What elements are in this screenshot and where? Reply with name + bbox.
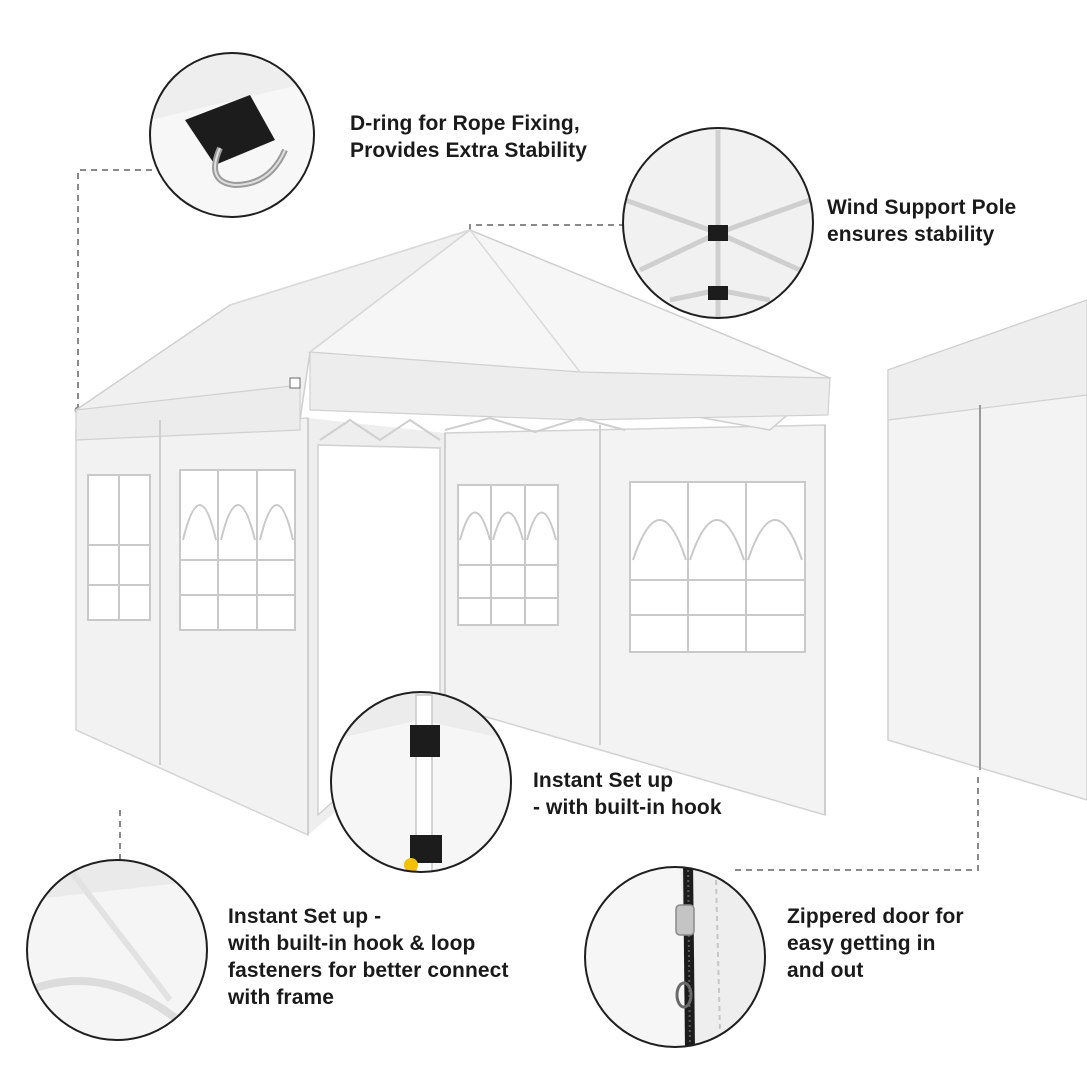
callout-instant-setup-loop-line1: Instant Set up - xyxy=(228,905,382,928)
callout-zipper-door-line2: easy getting in xyxy=(787,932,936,955)
callout-d-ring: D-ring for Rope Fixing, Provides Extra S… xyxy=(350,110,587,164)
canopy-tent-secondary xyxy=(887,299,1087,801)
callout-instant-setup-loop-line3: fasteners for better connect xyxy=(228,959,509,982)
detail-d-ring xyxy=(149,52,315,218)
detail-hook-loop xyxy=(26,859,208,1041)
detail-zipper xyxy=(584,866,766,1048)
callout-zipper-door: Zippered door for easy getting in and ou… xyxy=(787,903,964,984)
callout-zipper-door-line1: Zippered door for xyxy=(787,905,964,928)
callout-zipper-door-line3: and out xyxy=(787,959,864,982)
callout-instant-setup-loop: Instant Set up - with built-in hook & lo… xyxy=(228,903,509,1011)
detail-built-in-hook xyxy=(330,691,512,873)
detail-wind-pole xyxy=(622,127,814,319)
callout-instant-setup-hook-line1: Instant Set up xyxy=(533,769,674,792)
callout-wind-pole-line1: Wind Support Pole xyxy=(827,196,1017,219)
callout-d-ring-line2: Provides Extra Stability xyxy=(350,139,587,162)
callout-instant-setup-hook: Instant Set up - with built-in hook xyxy=(533,767,722,821)
callout-wind-pole: Wind Support Pole ensures stability xyxy=(827,194,1016,248)
callout-instant-setup-loop-line4: with frame xyxy=(228,986,335,1009)
callout-instant-setup-hook-line2: - with built-in hook xyxy=(533,796,722,819)
canopy-tent-main xyxy=(73,229,832,837)
callout-instant-setup-loop-line2: with built-in hook & loop xyxy=(228,932,476,955)
callout-d-ring-line1: D-ring for Rope Fixing, xyxy=(350,112,580,135)
callout-wind-pole-line2: ensures stability xyxy=(827,223,995,246)
